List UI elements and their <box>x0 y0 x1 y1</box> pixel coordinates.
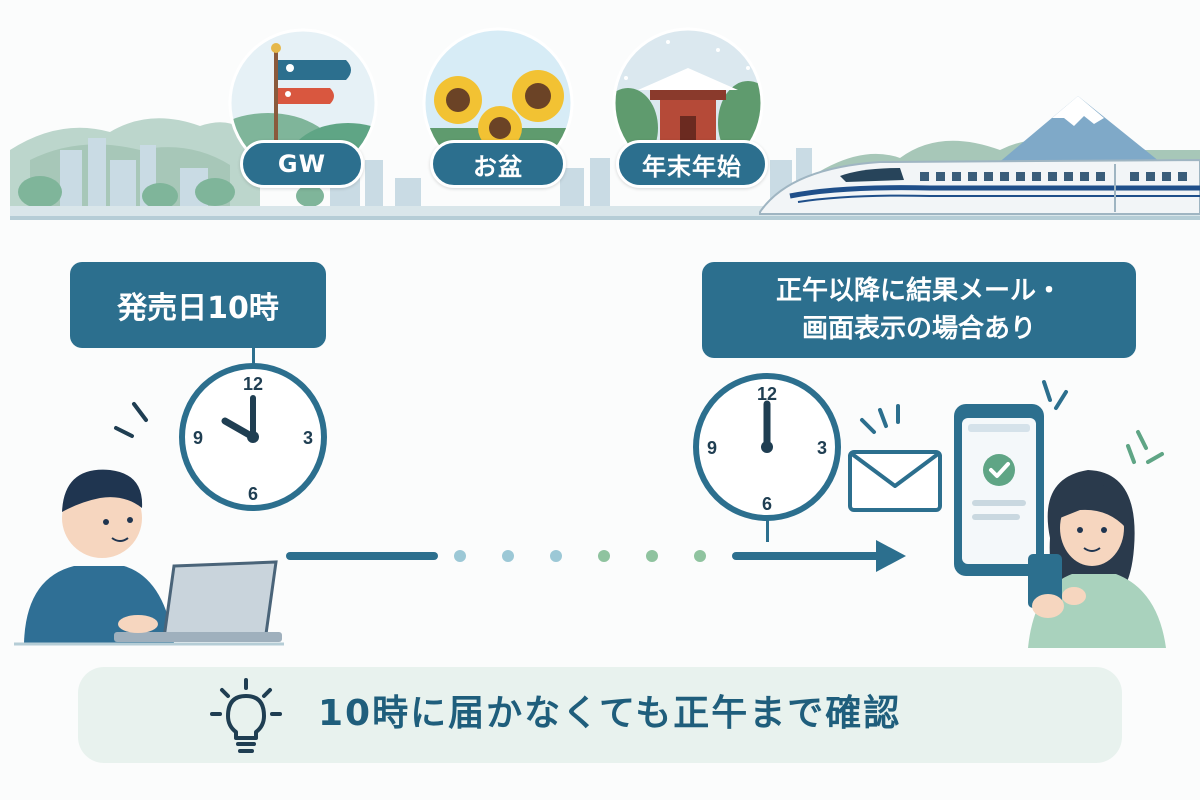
lightbulb-icon <box>210 678 282 753</box>
release-time-callout: 発売日10時 <box>70 262 326 348</box>
sparkle-marks <box>1042 380 1164 464</box>
clock-release: 12 3 6 9 <box>179 363 327 511</box>
attention-marks <box>114 402 148 438</box>
scenery-banner <box>0 0 1200 235</box>
timeline-arrow <box>286 540 906 572</box>
noon-connector <box>766 520 769 542</box>
checkmark-icon <box>989 462 1010 478</box>
mount-fuji-icon <box>990 96 1170 170</box>
result-line-2: 画面表示の場合あり <box>801 314 1036 344</box>
clock-noon-number-9: 9 <box>707 438 717 458</box>
tip-text: 10時に届かなくても正午まで確認 <box>318 693 902 734</box>
mail-icon <box>848 404 942 512</box>
clock-noon-number-12: 12 <box>757 384 777 404</box>
smartphone-icon <box>954 404 1044 576</box>
season-label-nenmatsu: 年末年始 <box>616 140 768 188</box>
clock-noon-number-6: 6 <box>762 494 772 514</box>
timeline-dots <box>454 550 706 562</box>
clock-release-number-9: 9 <box>193 428 203 448</box>
season-label-gw: GW <box>240 140 364 188</box>
tip-bar <box>78 667 1122 763</box>
clock-release-number-3: 3 <box>303 428 313 448</box>
laptop-icon <box>114 560 282 642</box>
person-with-smartphone <box>954 380 1166 648</box>
shinkansen-icon <box>759 158 1200 215</box>
clock-noon: 12 3 6 9 <box>693 373 841 521</box>
result-callout: 正午以降に結果メール・ 画面表示の場合あり <box>702 262 1136 358</box>
trees <box>18 176 324 209</box>
season-label-obon: お盆 <box>430 140 566 188</box>
result-line-1: 正午以降に結果メール・ <box>775 276 1062 306</box>
person-with-laptop <box>14 402 284 646</box>
clock-release-number-12: 12 <box>243 374 263 394</box>
release-time-text: 発売日10時 <box>117 291 279 326</box>
release-connector <box>252 348 255 364</box>
clock-noon-number-3: 3 <box>817 438 827 458</box>
clock-release-number-6: 6 <box>248 484 258 504</box>
